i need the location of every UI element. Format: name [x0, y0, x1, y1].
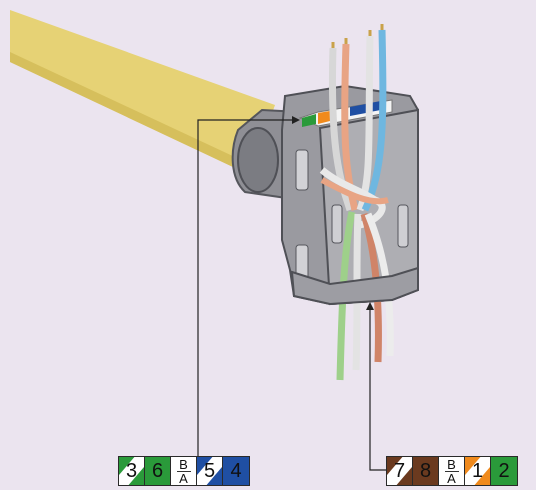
pin-cell: 4 [223, 457, 249, 485]
leader-arrow-right [366, 302, 374, 310]
pin-cell: 5 [197, 457, 223, 485]
pin-number: 7 [394, 461, 405, 481]
cable-entry [238, 128, 278, 192]
position-a: A [447, 472, 456, 485]
pin-number: 2 [498, 461, 509, 481]
position-a: A [179, 472, 188, 485]
position-b: B [445, 458, 459, 472]
housing-slot [398, 205, 408, 247]
pin-cell: 6 [145, 457, 171, 485]
pin-cell: 2 [491, 457, 517, 485]
pin-number: 1 [472, 461, 483, 481]
pin-cell: 1 [465, 457, 491, 485]
pin-cell: 8 [413, 457, 439, 485]
pin-number: 8 [420, 461, 431, 481]
pin-number: 4 [230, 461, 241, 481]
pin-number: 3 [126, 461, 137, 481]
pin-number: 5 [204, 461, 215, 481]
pin-cell: 7 [387, 457, 413, 485]
housing-slot [332, 205, 342, 243]
position-b: B [177, 458, 191, 472]
pin-number: 6 [152, 461, 163, 481]
pin-cell: 3 [119, 457, 145, 485]
housing-slot [296, 150, 308, 190]
